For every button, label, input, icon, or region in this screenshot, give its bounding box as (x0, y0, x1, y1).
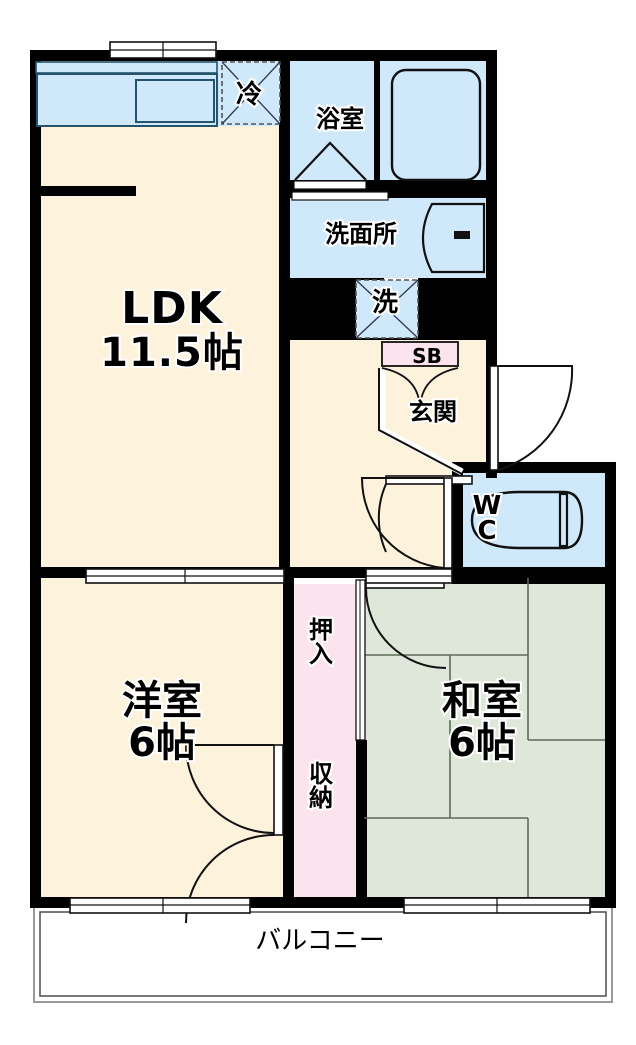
wall-shuno-right (356, 740, 367, 900)
wall-wc-right (605, 462, 616, 584)
washitsu-floor (364, 578, 616, 900)
door-genkan-hall-leaf (385, 475, 473, 485)
shoe-box (381, 341, 459, 367)
door-yoshitsu-arc-upper (184, 744, 275, 834)
door-wc-leaf (443, 477, 453, 569)
bath-fixtures (293, 61, 482, 190)
washer-slot-diagonal-b (355, 279, 419, 339)
wall-right-bath (486, 50, 497, 474)
wall-mid-horizontal-closet (292, 567, 356, 578)
bathtub (390, 68, 482, 182)
refrigerator-slot-diagonal-b (221, 61, 281, 125)
door-entrance-arc (497, 365, 574, 471)
wall-wc-bottom (452, 573, 616, 584)
window-hall-small (365, 568, 453, 584)
ldk-floor (30, 50, 290, 578)
shuno-floor (294, 740, 356, 900)
genkan-step-outline (378, 368, 464, 476)
wall-bottom-closet (292, 897, 364, 908)
bedroom-doors (184, 579, 447, 924)
door-wc-arc (360, 477, 445, 569)
wall-right-washitsu (605, 578, 616, 908)
wall-left-outer (30, 50, 41, 906)
bath-divider-line (374, 61, 380, 180)
balcony-inner-line (39, 911, 607, 997)
wall-wc-top (452, 462, 616, 473)
wall-kitchen-stub (36, 186, 136, 196)
toilet-tank-line (558, 492, 569, 548)
window-washitsu-balcony (403, 897, 591, 914)
door-senmenjo (291, 191, 389, 201)
toilet-bowl (470, 490, 584, 550)
wall-mid-horizontal-right (356, 567, 616, 578)
wc-fixtures (360, 477, 584, 569)
wall-senmenjo-bottom-right (418, 278, 497, 340)
door-bath (294, 141, 367, 181)
balcony-floor (33, 905, 613, 1003)
washroom-fixtures (291, 191, 486, 339)
vanity-faucet (454, 231, 470, 239)
kitchen-counter-top-strip (35, 61, 218, 74)
genkan-area (377, 341, 574, 553)
door-genkan-hall-arc (377, 483, 387, 553)
kitchen-fixtures (35, 61, 281, 127)
door-washitsu-arc (365, 587, 447, 669)
windows (69, 41, 591, 914)
door-entrance-leaf (489, 365, 499, 471)
tatami-mats (364, 578, 605, 897)
wall-top-right (290, 50, 497, 61)
oshiire-floor (294, 584, 356, 740)
wall-genkan-stub (279, 340, 290, 578)
door-bath-threshold (293, 180, 367, 190)
window-kitchen (109, 41, 217, 59)
genkan-step-line (378, 368, 463, 475)
wall-ldk-right (279, 50, 290, 350)
window-yoshitsu-balcony (69, 897, 251, 914)
wall-yoshitsu-right (283, 578, 294, 900)
wall-wc-left (452, 462, 463, 584)
shoe-box-door-arc-right (419, 367, 459, 411)
vanity-sink (422, 202, 486, 274)
window-yoshitsu (85, 568, 285, 584)
kitchen-sink (135, 79, 215, 123)
yoshitsu-floor (30, 578, 292, 900)
door-yoshitsu-leaf (273, 744, 284, 836)
